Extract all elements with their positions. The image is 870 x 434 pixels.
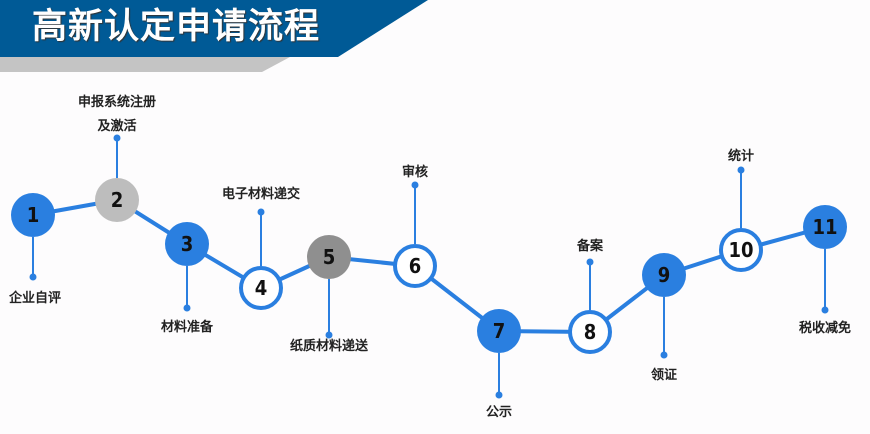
step-node bbox=[239, 266, 283, 310]
step-label: 公示 bbox=[486, 405, 512, 420]
step-number: 10 bbox=[728, 238, 753, 262]
step-label: 材料准备 bbox=[161, 319, 214, 335]
step-label: 备案 bbox=[576, 238, 604, 254]
step-number: 3 bbox=[181, 232, 194, 256]
step-node bbox=[95, 178, 139, 222]
stem-dot bbox=[29, 273, 37, 281]
step-7: 7 公示 bbox=[477, 309, 521, 420]
stem-dot bbox=[737, 166, 745, 174]
step-label: 电子材料递交 bbox=[222, 186, 300, 202]
step-node bbox=[642, 253, 686, 297]
step-number: 2 bbox=[111, 188, 124, 212]
stem-dot bbox=[257, 208, 265, 216]
stem-dot bbox=[113, 134, 121, 142]
title-banner bbox=[0, 0, 428, 72]
step-node bbox=[477, 309, 521, 353]
step-label: 税收减免 bbox=[799, 320, 851, 336]
stem-dot bbox=[660, 351, 668, 359]
step-9: 9 领证 bbox=[642, 253, 686, 383]
stem-dot bbox=[183, 304, 191, 312]
step-node bbox=[568, 310, 612, 354]
step-number: 11 bbox=[812, 215, 837, 239]
step-number: 4 bbox=[255, 276, 268, 300]
step-11: 11 税收减免 bbox=[799, 205, 851, 336]
step-node bbox=[803, 205, 847, 249]
step-node bbox=[165, 222, 209, 266]
step-node bbox=[307, 235, 351, 279]
step-label: 及激活 bbox=[97, 118, 136, 134]
step-5: 5 纸质材料递送 bbox=[290, 235, 369, 354]
step-label: 企业自评 bbox=[8, 290, 61, 306]
step-10: 10 统计 bbox=[719, 148, 763, 272]
step-number: 6 bbox=[409, 254, 422, 278]
step-label: 统计 bbox=[728, 148, 754, 164]
step-6: 6 审核 bbox=[393, 164, 437, 288]
step-node bbox=[11, 193, 55, 237]
step-number: 1 bbox=[27, 203, 40, 227]
page-title: 高新认定申请流程 bbox=[32, 7, 321, 47]
stem-dot bbox=[586, 258, 594, 266]
step-label: 申报系统注册 bbox=[78, 94, 156, 110]
step-label: 审核 bbox=[402, 164, 428, 180]
stem-dot bbox=[495, 391, 503, 399]
step-label: 领证 bbox=[651, 367, 677, 383]
step-node bbox=[393, 244, 437, 288]
stem-dot bbox=[821, 306, 829, 314]
step-8: 8 备案 bbox=[568, 238, 612, 354]
step-4: 4 电子材料递交 bbox=[222, 186, 300, 310]
stem-dot bbox=[411, 181, 419, 189]
step-number: 8 bbox=[584, 320, 597, 344]
step-label: 纸质材料递送 bbox=[290, 338, 369, 354]
step-number: 9 bbox=[658, 263, 671, 287]
step-number: 7 bbox=[493, 319, 506, 343]
step-1: 1 企业自评 bbox=[8, 193, 61, 306]
stem-dot bbox=[325, 331, 333, 339]
step-3: 3 材料准备 bbox=[161, 222, 214, 335]
step-node bbox=[719, 228, 763, 272]
step-number: 5 bbox=[323, 245, 336, 269]
